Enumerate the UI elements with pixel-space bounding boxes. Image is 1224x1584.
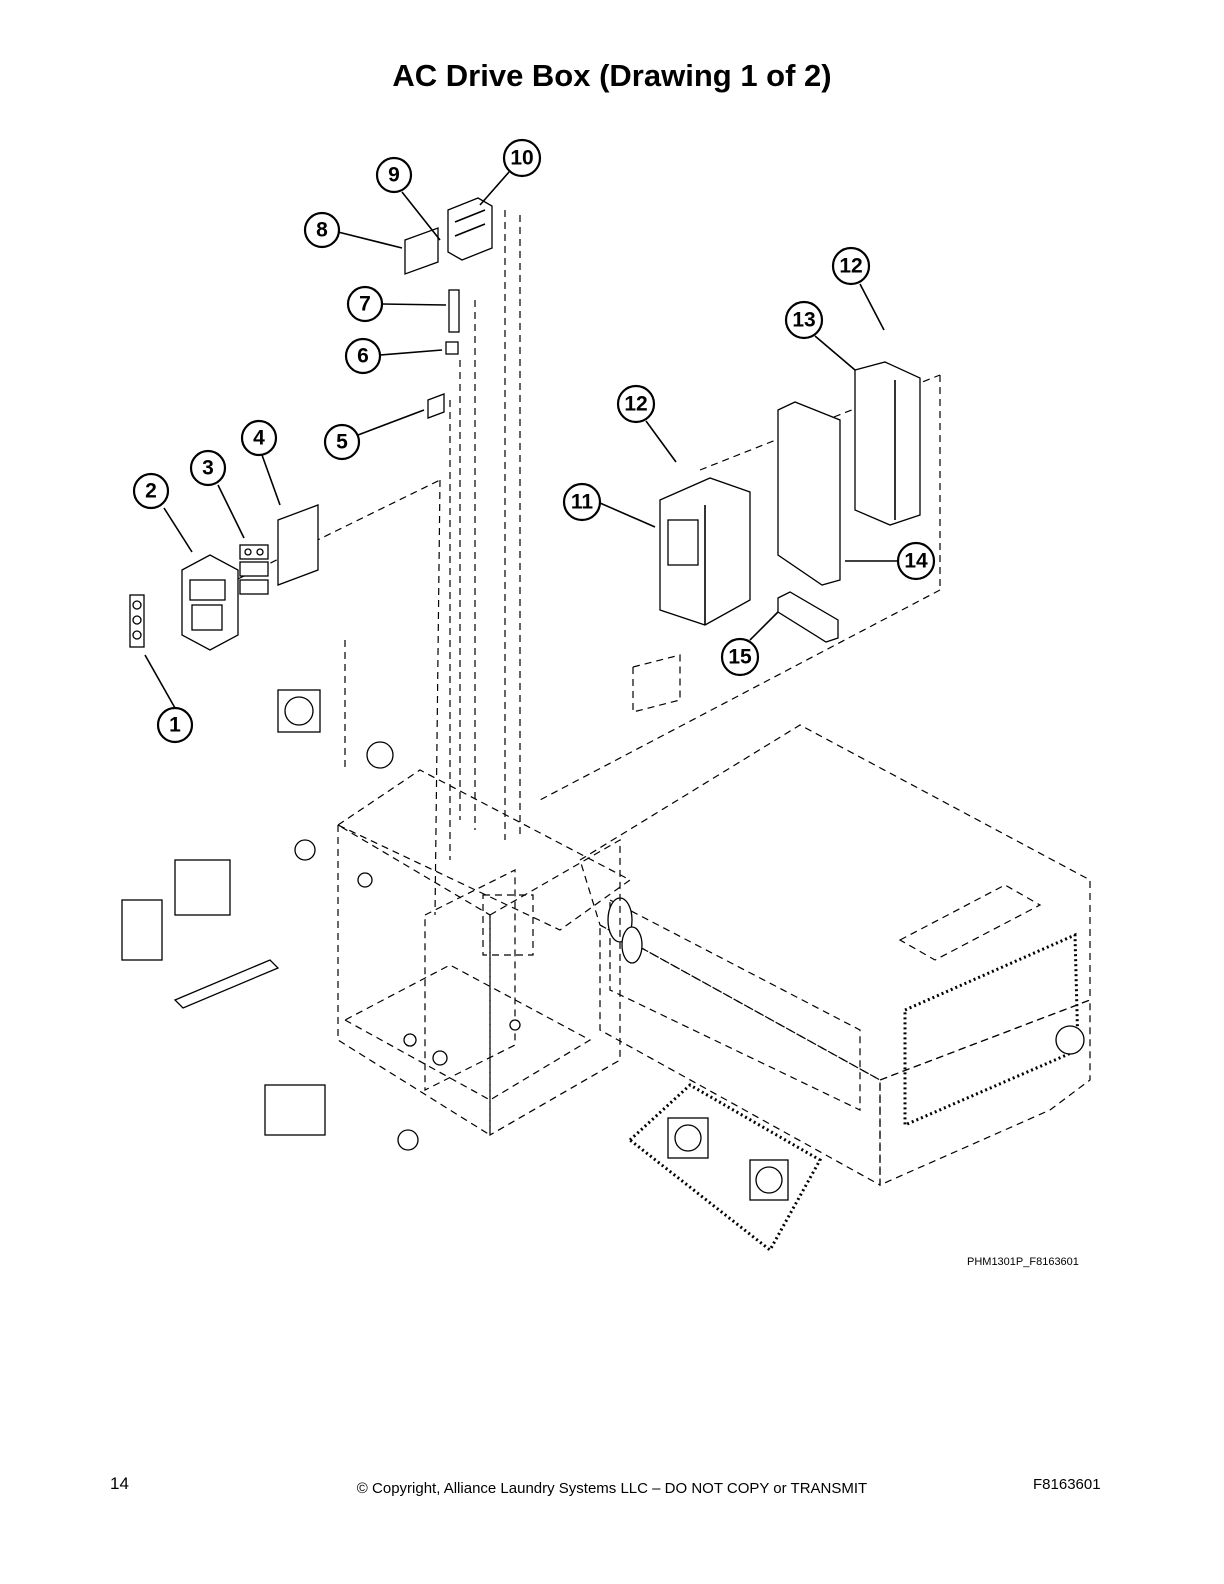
callout-1: 1 <box>156 706 194 744</box>
callout-label: 12 <box>839 255 862 278</box>
callout-15: 15 <box>720 637 760 677</box>
callout-8: 8 <box>303 211 341 249</box>
leader-lines <box>144 171 899 709</box>
callout-label: 5 <box>336 431 348 454</box>
callout-7: 7 <box>346 285 384 323</box>
callout-label: 13 <box>792 309 815 332</box>
callout-label: 6 <box>357 345 369 368</box>
callout-13: 13 <box>784 300 824 340</box>
callout-4: 4 <box>240 419 278 457</box>
callout-9: 9 <box>375 156 413 194</box>
callout-5: 5 <box>323 423 361 461</box>
transformer-part <box>264 1084 326 1136</box>
small-bracket-part <box>777 591 839 643</box>
fuse-block-part <box>447 197 493 261</box>
cover-plate-part <box>404 227 439 275</box>
callout-label: 7 <box>359 293 371 316</box>
din-rail-part <box>173 959 280 1009</box>
vertical-strip-part <box>448 289 460 333</box>
knob-part <box>294 741 419 1151</box>
drawing-id: PHM1301P_F8163601 <box>967 1256 1079 1268</box>
callout-label: 1 <box>169 714 181 737</box>
callout-label: 11 <box>571 491 594 514</box>
ac-drive-part <box>659 477 751 626</box>
callout-label: 2 <box>145 480 157 503</box>
cooling-fan-part <box>277 689 321 733</box>
terminal-blocks-part <box>239 544 269 595</box>
drive-box-chassis <box>336 769 632 1137</box>
filter-module-part <box>854 361 921 526</box>
callout-6: 6 <box>344 337 382 375</box>
callout-2: 2 <box>132 472 170 510</box>
callout-10: 10 <box>502 138 542 178</box>
callout-label: 10 <box>510 147 533 170</box>
callout-label: 8 <box>316 219 328 242</box>
rear-fan-assembly <box>627 1083 823 1253</box>
callout-12b: 12 <box>831 246 871 286</box>
callout-3: 3 <box>189 449 227 487</box>
small-square-part <box>445 341 459 355</box>
callout-label: 15 <box>728 646 752 669</box>
callout-14: 14 <box>896 541 936 581</box>
callout-label: 14 <box>904 550 928 573</box>
gasket-outline <box>632 654 681 713</box>
contactor-pair-part <box>121 859 231 961</box>
page-title: AC Drive Box (Drawing 1 of 2) <box>392 58 832 93</box>
callout-label: 3 <box>202 457 214 480</box>
cabinet-housing <box>579 724 1091 1187</box>
callout-label: 12 <box>624 393 647 416</box>
callout-12a: 12 <box>616 384 656 424</box>
contactor-block-part <box>181 554 239 651</box>
drive-bracket-part <box>777 401 841 586</box>
copyright-notice: © Copyright, Alliance Laundry Systems LL… <box>356 1480 868 1497</box>
callout-label: 9 <box>388 164 400 187</box>
document-number: F8163601 <box>1033 1476 1101 1493</box>
page-number: 14 <box>110 1474 129 1493</box>
small-plate-part <box>427 393 445 419</box>
callout-label: 4 <box>253 427 265 450</box>
mounting-plate-part <box>277 504 319 586</box>
callout-11: 11 <box>562 482 602 522</box>
